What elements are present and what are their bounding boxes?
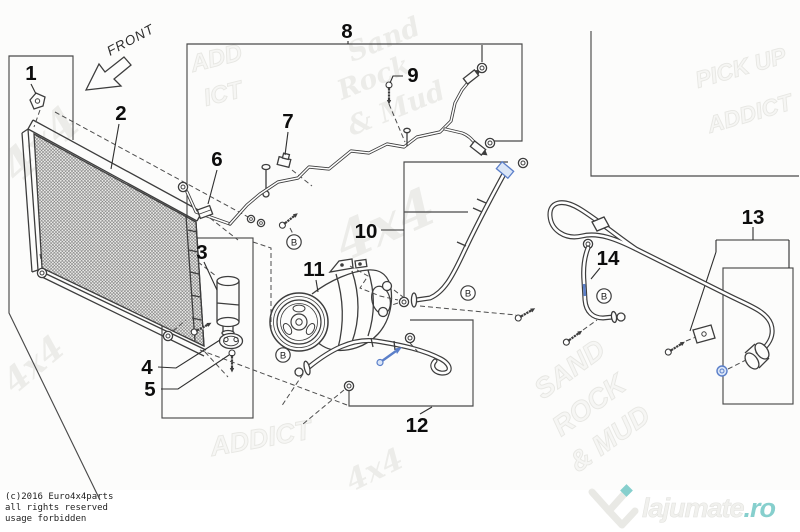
bracket-hose10: [403, 161, 508, 297]
lajumate-logo-mark: [588, 484, 639, 529]
part-label-2: 2: [115, 102, 126, 125]
part-label-4: 4: [141, 356, 153, 379]
hose14-highlight-band: [582, 283, 587, 297]
liquid-hose-12: [280, 332, 452, 425]
part-label-3: 3: [196, 241, 207, 264]
receiver-drier: [162, 261, 348, 406]
pipe-clamp-bracket: [663, 324, 716, 358]
rear-hose-14: [561, 245, 626, 348]
part-label-7: 7: [282, 110, 293, 133]
logo-wordmark: lajumate: [642, 493, 745, 523]
connector-b-2: B: [465, 288, 471, 299]
callout-box-pipe8: [186, 43, 523, 218]
callout-box-topright: [590, 31, 799, 177]
logo-tld: .ro: [744, 493, 776, 523]
connector-b-3: B: [280, 350, 286, 361]
copyright-notice: (c)2016 Euro4x4parts all rights reserved…: [5, 492, 113, 525]
discharge-pipe-8: [228, 45, 496, 226]
part-label-12: 12: [406, 414, 429, 437]
callout-boxes: [8, 31, 799, 501]
compressor: [252, 209, 404, 352]
pipe-clip-7: [276, 152, 292, 169]
compressor-pulley: [269, 292, 329, 352]
part-label-9: 9: [407, 64, 418, 87]
bracket-13: [689, 227, 790, 332]
bolt-9: [384, 80, 406, 143]
part-label-8: 8: [341, 20, 352, 43]
mount-nut-highlighted: [716, 359, 747, 377]
rear-pipe-13: [547, 200, 775, 377]
lajumate-logo: lajumate.ro: [588, 484, 777, 529]
copyright-line-3: usage forbidden: [5, 514, 87, 524]
connector-b-4: B: [601, 291, 607, 302]
copyright-line-1: (c)2016 Euro4x4parts: [5, 492, 114, 502]
condenser-pipe-fittings: [177, 152, 313, 241]
part-label-10: 10: [355, 220, 378, 243]
pipe-clamp-6: [196, 204, 214, 220]
callout-box-drier: [161, 237, 254, 419]
copyright-line-2: all rights reserved: [5, 503, 108, 513]
part-labels: 1 2 3 4 5 6 7 8 9 10 11 12 13 14: [25, 20, 764, 437]
part-label-13: 13: [742, 206, 765, 229]
callout-box-condenser: [8, 55, 101, 501]
part-label-1: 1: [25, 62, 36, 85]
mount-clip-1: [29, 83, 251, 279]
part-label-6: 6: [211, 148, 222, 171]
svg-text:lajumate.ro: lajumate.ro: [642, 493, 776, 523]
connector-b-1: B: [291, 237, 297, 248]
pipe-mount-rubber: [744, 342, 770, 370]
part-label-5: 5: [144, 378, 155, 401]
hose12-bolt-highlighted: [376, 347, 402, 367]
connector-markers: B B B B: [275, 234, 612, 363]
callout-box-mount13: [722, 267, 794, 405]
hose10-fitting-highlighted: [495, 160, 515, 180]
part-label-11: 11: [303, 258, 325, 281]
part-label-14: 14: [597, 247, 620, 270]
callout-box-hose12: [348, 319, 474, 407]
